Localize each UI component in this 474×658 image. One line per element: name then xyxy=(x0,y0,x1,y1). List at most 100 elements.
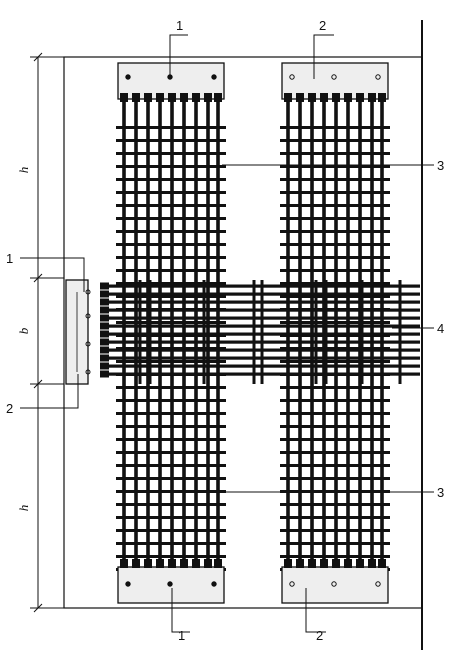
beam-stirrup xyxy=(194,280,198,384)
beam-stirrup xyxy=(252,280,256,384)
column-tendon xyxy=(298,100,302,562)
label-right-mid: 4 xyxy=(437,321,444,336)
beam-stirrup xyxy=(370,280,374,384)
beam-stirrup xyxy=(202,280,206,384)
anchor-head xyxy=(120,93,128,102)
anchor-bolt xyxy=(125,74,131,80)
column-tendon xyxy=(122,100,126,562)
label-left-upper: 1 xyxy=(6,251,13,266)
beam-stirrup xyxy=(138,280,142,384)
beam-reinforcement xyxy=(100,280,420,384)
beam-anchor-head xyxy=(100,330,109,338)
anchor-head xyxy=(204,93,212,102)
beam-anchor-head xyxy=(100,362,109,370)
column-tendon xyxy=(358,100,362,562)
anchor-bolt xyxy=(331,74,337,80)
anchor-head xyxy=(378,93,386,102)
column-tendon xyxy=(380,100,384,562)
beam-end-anchor xyxy=(65,279,91,385)
anchor-plates xyxy=(117,62,389,604)
beam-anchor-head xyxy=(100,290,109,298)
beam-stirrup xyxy=(314,280,318,384)
anchor-head xyxy=(132,93,140,102)
anchor-head xyxy=(296,93,304,102)
anchor-head xyxy=(168,93,176,102)
anchor-head xyxy=(332,93,340,102)
anchor-head xyxy=(180,93,188,102)
column-tendon xyxy=(310,100,314,562)
anchor-head xyxy=(284,559,292,568)
anchor-head xyxy=(214,559,222,568)
label-bottom-left: 1 xyxy=(178,628,185,643)
column-tendon xyxy=(206,100,210,562)
anchor-bolt xyxy=(375,581,381,587)
column-tendon xyxy=(334,100,338,562)
anchor-head xyxy=(378,559,386,568)
leader-lines xyxy=(20,34,434,633)
column-tendon xyxy=(286,100,290,562)
label-right-upper: 3 xyxy=(437,158,444,173)
anchor-head xyxy=(192,559,200,568)
column-tendon xyxy=(158,100,162,562)
column-tendon xyxy=(170,100,174,562)
label-bottom-right: 2 xyxy=(316,628,323,643)
anchor-bolt xyxy=(211,581,217,587)
anchor-head xyxy=(368,559,376,568)
anchor-head xyxy=(168,559,176,568)
anchor-head xyxy=(144,559,152,568)
anchor-bolt xyxy=(167,581,173,587)
beam-anchor-head xyxy=(100,370,109,378)
beam-anchor-head xyxy=(100,322,109,330)
beam-stirrup xyxy=(260,280,264,384)
column-tendon xyxy=(134,100,138,562)
anchor-head xyxy=(320,93,328,102)
anchor-bolt xyxy=(211,74,217,80)
dimension-chain xyxy=(30,52,64,613)
anchor-head xyxy=(180,559,188,568)
anchor-head xyxy=(214,93,222,102)
label-top-right: 2 xyxy=(319,18,326,33)
anchor-head xyxy=(308,93,316,102)
dim-lower-h: h xyxy=(16,505,31,512)
column-tendon xyxy=(346,100,350,562)
anchor-head xyxy=(332,559,340,568)
beam-anchor-head xyxy=(100,282,109,290)
label-right-lower: 3 xyxy=(437,485,444,500)
anchor-head xyxy=(156,559,164,568)
anchor-bolt xyxy=(375,74,381,80)
anchor-head xyxy=(308,559,316,568)
beam-anchor-head xyxy=(100,354,109,362)
anchor-head xyxy=(344,93,352,102)
beam-stirrup xyxy=(360,280,364,384)
column-tendon xyxy=(216,100,220,562)
anchor-bolt xyxy=(125,581,131,587)
anchor-head xyxy=(284,93,292,102)
anchor-head xyxy=(204,559,212,568)
beam-stirrup xyxy=(324,280,328,384)
label-top-left: 1 xyxy=(176,18,183,33)
column-tendon xyxy=(182,100,186,562)
anchor-head xyxy=(320,559,328,568)
anchor-head xyxy=(156,93,164,102)
beam-anchor-head xyxy=(100,306,109,314)
anchor-head xyxy=(368,93,376,102)
beam-stirrup xyxy=(148,280,152,384)
anchor-head xyxy=(192,93,200,102)
dim-middle-b: b xyxy=(16,327,31,334)
beam-anchor-head xyxy=(100,346,109,354)
beam-stirrup xyxy=(398,280,402,384)
anchor-bolt xyxy=(289,581,295,587)
column-tendon xyxy=(322,100,326,562)
anchor-head xyxy=(120,559,128,568)
anchor-head xyxy=(132,559,140,568)
anchor-head xyxy=(144,93,152,102)
anchor-head xyxy=(356,93,364,102)
anchor-head xyxy=(356,559,364,568)
column-tendon xyxy=(146,100,150,562)
anchor-bolt xyxy=(331,581,337,587)
beam-anchor-head xyxy=(100,298,109,306)
beam-anchor-head xyxy=(100,314,109,322)
anchor-head xyxy=(344,559,352,568)
anchor-head xyxy=(296,559,304,568)
